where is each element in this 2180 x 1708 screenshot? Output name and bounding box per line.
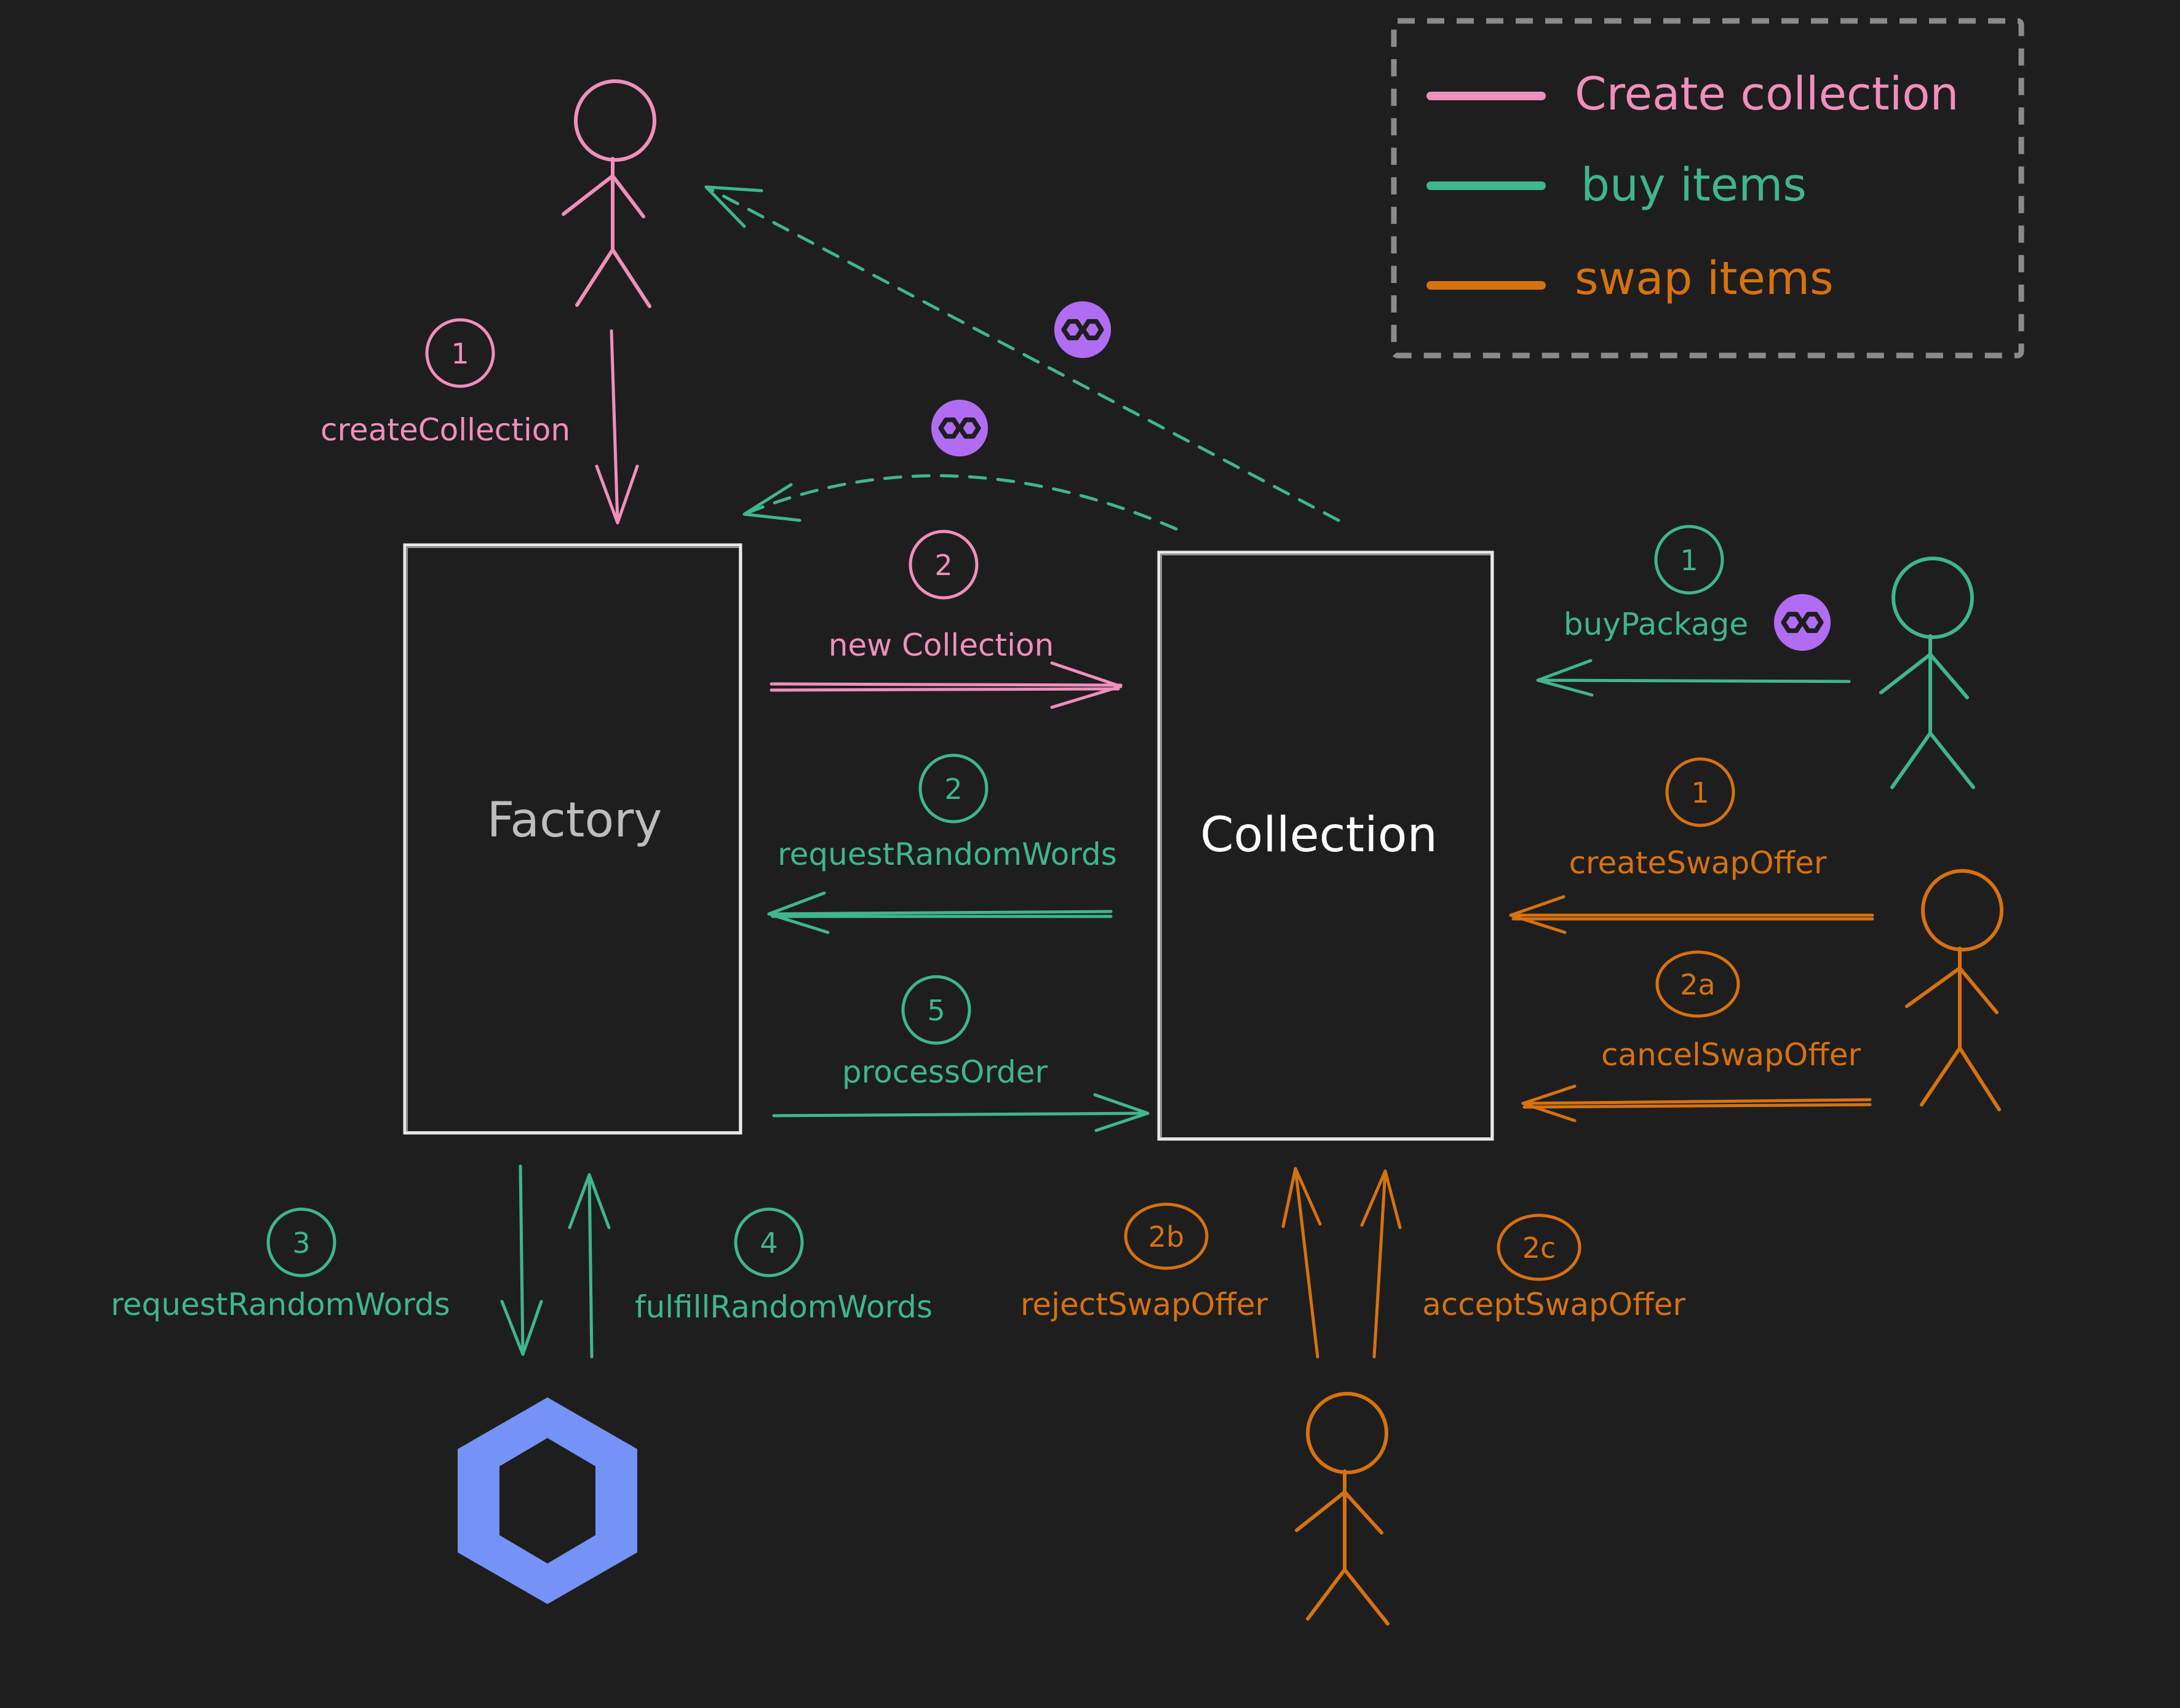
legend-label-buy: buy items bbox=[1581, 159, 1807, 212]
step-accept-swap-offer: 2c acceptSwapOffer bbox=[1422, 1213, 1685, 1322]
step-badge-fulfill-random-words: 4 bbox=[760, 1226, 778, 1260]
step-badge-cancel-swap-offer: 2a bbox=[1680, 968, 1715, 1001]
arrow-cancel-swap-offer bbox=[1521, 1084, 1872, 1122]
step-badge-request-random-words-mid: 2 bbox=[944, 773, 962, 806]
step-badge-process-order: 5 bbox=[927, 994, 945, 1027]
step-badge-buy-package: 1 bbox=[1680, 544, 1698, 577]
chainlink-logo-icon bbox=[458, 1397, 637, 1604]
arrow-fulfill-random-words bbox=[568, 1173, 611, 1359]
label-accept-swap-offer: acceptSwapOffer bbox=[1422, 1287, 1685, 1322]
label-create-swap-offer: createSwapOffer bbox=[1569, 845, 1827, 881]
label-fulfill-random-words: fulfillRandomWords bbox=[635, 1289, 933, 1325]
step-badge-create-swap-offer: 1 bbox=[1691, 776, 1709, 809]
step-create-swap-offer: 1 createSwapOffer bbox=[1569, 757, 1827, 881]
label-create-collection: createCollection bbox=[320, 412, 570, 448]
step-process-order: 5 processOrder bbox=[842, 975, 1048, 1090]
legend: Create collection buy items swap items bbox=[1391, 18, 2024, 359]
legend-label-swap: swap items bbox=[1575, 252, 1834, 305]
step-badge-reject-swap-offer: 2b bbox=[1148, 1220, 1184, 1253]
step-new-collection: 2 new Collection bbox=[829, 530, 1054, 663]
arrow-process-order bbox=[772, 1093, 1150, 1132]
step-badge-accept-swap-offer: 2c bbox=[1522, 1231, 1556, 1265]
arrow-buy-package bbox=[1536, 659, 1851, 697]
label-cancel-swap-offer: cancelSwapOffer bbox=[1601, 1037, 1861, 1073]
polygon-logo-icon bbox=[1054, 301, 1111, 358]
factory-box: Factory bbox=[403, 543, 742, 1135]
buyer-stick-figure-icon bbox=[1879, 557, 1975, 789]
arrow-request-random-words-mid bbox=[767, 891, 1113, 934]
step-badge-create-collection: 1 bbox=[451, 337, 469, 370]
arrow-create-swap-offer bbox=[1509, 895, 1874, 934]
factory-box-outline bbox=[403, 543, 742, 1135]
collection-box-label: Collection bbox=[1200, 808, 1438, 863]
label-request-random-words-mid: requestRandomWords bbox=[778, 836, 1117, 872]
arrow-accept-swap-offer bbox=[1360, 1169, 1402, 1359]
step-request-random-words-mid: 2 requestRandomWords bbox=[778, 753, 1117, 872]
step-cancel-swap-offer: 2a cancelSwapOffer bbox=[1601, 950, 1861, 1073]
arrow-create-collection bbox=[595, 329, 639, 525]
collection-box-outline bbox=[1157, 550, 1494, 1141]
step-buy-package: 1 buyPackage bbox=[1564, 525, 1748, 642]
step-badge-new-collection: 2 bbox=[934, 549, 952, 582]
step-reject-swap-offer: 2b rejectSwapOffer bbox=[1020, 1202, 1268, 1322]
label-request-random-words-bottom: requestRandomWords bbox=[111, 1287, 450, 1322]
polygon-logo-icon bbox=[931, 400, 988, 456]
arrow-reject-swap-offer bbox=[1281, 1167, 1322, 1359]
legend-border bbox=[1391, 18, 2024, 359]
label-process-order: processOrder bbox=[842, 1054, 1048, 1090]
step-badge-request-random-words-bottom: 3 bbox=[292, 1226, 310, 1260]
factory-box-label: Factory bbox=[487, 793, 662, 848]
step-create-collection: 1 createCollection bbox=[320, 318, 570, 448]
arrow-request-random-words-bottom bbox=[500, 1164, 543, 1356]
arrow-new-collection bbox=[770, 661, 1123, 709]
step-request-random-words-bottom: 3 requestRandomWords bbox=[111, 1207, 450, 1322]
arrow-random-callback-dashed bbox=[742, 474, 1178, 531]
swap-responder-stick-figure-icon bbox=[1295, 1392, 1390, 1626]
label-buy-package: buyPackage bbox=[1564, 606, 1748, 642]
legend-label-create: Create collection bbox=[1575, 68, 1959, 121]
label-new-collection: new Collection bbox=[829, 627, 1054, 663]
creator-stick-figure-icon bbox=[562, 79, 656, 308]
collection-box: Collection bbox=[1157, 550, 1494, 1141]
label-reject-swap-offer: rejectSwapOffer bbox=[1020, 1287, 1268, 1322]
polygon-logo-icon bbox=[1774, 594, 1831, 651]
swapper-stick-figure-icon bbox=[1905, 869, 2003, 1111]
step-fulfill-random-words: 4 fulfillRandomWords bbox=[635, 1207, 933, 1325]
arrow-items-to-creator-dashed bbox=[704, 185, 1340, 522]
